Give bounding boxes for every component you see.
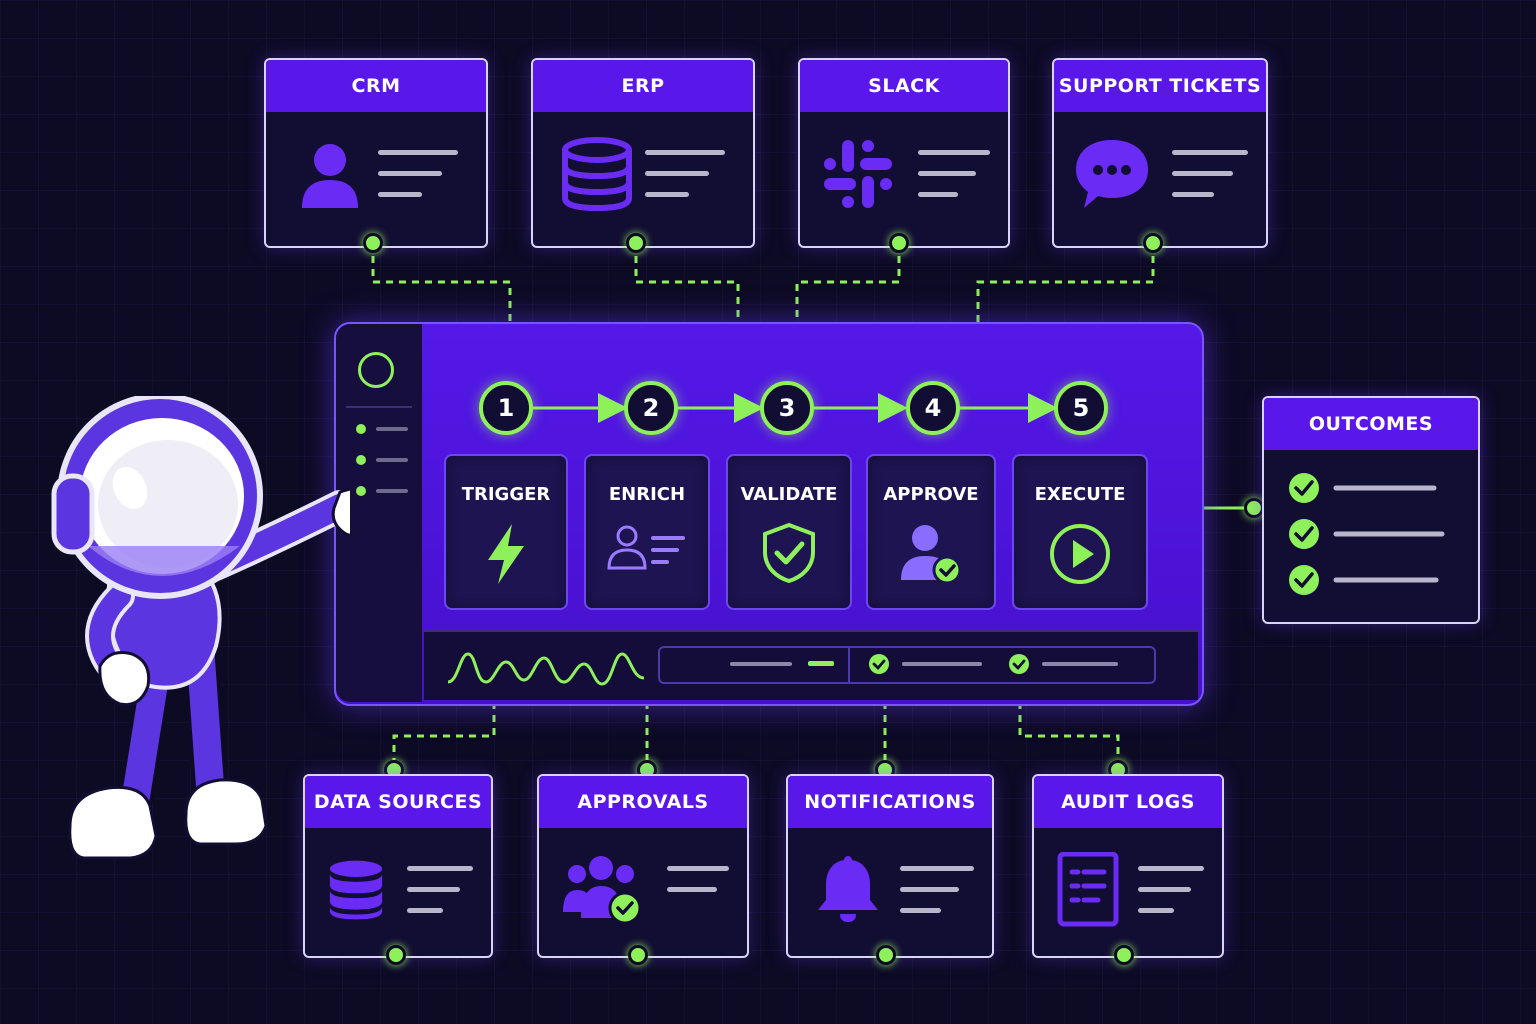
step-execute-card[interactable]: EXECUTE	[1012, 454, 1148, 610]
chat-bubble-icon	[1076, 140, 1148, 208]
text-placeholder	[900, 866, 974, 929]
play-icon	[1050, 524, 1110, 584]
step-4-number: 4	[906, 381, 960, 435]
outcome-checklist	[1289, 473, 1445, 595]
user-check-icon	[901, 525, 962, 585]
step-1-number: 1	[479, 381, 533, 435]
text-placeholder	[645, 150, 725, 213]
lightning-icon	[488, 524, 524, 584]
erp-card[interactable]: ERP	[531, 58, 755, 248]
step-3-number: 3	[760, 381, 814, 435]
user-card-icon	[607, 525, 685, 570]
slack-card[interactable]: SLACK	[798, 58, 1010, 248]
database-icon	[562, 137, 632, 212]
outcomes-connector-dot	[1244, 498, 1264, 518]
data-sources-bottom-dot	[386, 945, 406, 965]
approvals-bottom-dot	[628, 945, 648, 965]
step-arrows	[528, 393, 1058, 423]
audit-logs-card-title: AUDIT LOGS	[1034, 776, 1222, 828]
check-circle-icon	[869, 654, 889, 674]
step-validate-label: VALIDATE	[740, 484, 838, 505]
slack-icon	[824, 140, 892, 208]
status-progress-box	[658, 646, 1156, 684]
sidebar-item[interactable]	[356, 424, 408, 434]
outcomes-card[interactable]: OUTCOMES	[1262, 396, 1480, 624]
sidebar-item[interactable]	[356, 455, 408, 465]
step-trigger-card[interactable]: TRIGGER	[444, 454, 568, 610]
text-placeholder	[407, 866, 473, 929]
text-placeholder	[918, 150, 990, 213]
sidebar-divider	[346, 406, 412, 408]
shield-check-icon	[763, 522, 815, 584]
text-placeholder	[1138, 866, 1204, 929]
astronaut-mascot	[51, 396, 350, 860]
notifications-card-title: NOTIFICATIONS	[788, 776, 992, 828]
sidebar-item[interactable]	[356, 486, 408, 496]
text-placeholder	[667, 866, 729, 908]
crm-card[interactable]: CRM	[264, 58, 488, 248]
slack-connector-dot	[889, 233, 909, 253]
slack-card-title: SLACK	[800, 60, 1008, 112]
notifications-bottom-dot	[876, 945, 896, 965]
bell-icon	[818, 856, 878, 922]
user-icon	[302, 144, 358, 208]
audit-logs-bottom-dot	[1114, 945, 1134, 965]
support-tickets-connector-dot	[1143, 233, 1163, 253]
erp-connector-dot	[626, 233, 646, 253]
erp-card-title: ERP	[533, 60, 753, 112]
support-tickets-card-title: SUPPORT TICKETS	[1054, 60, 1266, 112]
crm-card-title: CRM	[266, 60, 486, 112]
text-placeholder	[1172, 150, 1248, 213]
step-enrich-label: ENRICH	[608, 484, 686, 505]
step-2-number: 2	[624, 381, 678, 435]
activity-waveform	[447, 652, 645, 686]
audit-logs-card[interactable]: AUDIT LOGS	[1032, 774, 1224, 958]
support-tickets-card[interactable]: SUPPORT TICKETS	[1052, 58, 1268, 248]
step-5-number: 5	[1054, 381, 1108, 435]
step-enrich-card[interactable]: ENRICH	[584, 454, 710, 610]
step-approve-label: APPROVE	[883, 484, 979, 505]
document-icon	[1057, 852, 1119, 927]
step-trigger-label: TRIGGER	[461, 484, 551, 505]
outcomes-card-title: OUTCOMES	[1264, 398, 1478, 450]
status-bar	[424, 630, 1198, 700]
workflow-panel: 1 2 3 4 5 TRIGGER ENRICH VALIDATE APPROV…	[334, 322, 1204, 706]
team-check-icon	[563, 856, 642, 925]
status-ring-icon[interactable]	[358, 352, 394, 388]
step-validate-card[interactable]: VALIDATE	[726, 454, 852, 610]
approvals-card[interactable]: APPROVALS	[537, 774, 749, 958]
step-execute-label: EXECUTE	[1034, 484, 1126, 505]
sidebar	[336, 324, 422, 702]
database-icon	[329, 860, 383, 920]
approvals-card-title: APPROVALS	[539, 776, 747, 828]
data-sources-card-title: DATA SOURCES	[305, 776, 491, 828]
crm-connector-dot	[363, 233, 383, 253]
check-circle-icon	[1009, 654, 1029, 674]
step-approve-card[interactable]: APPROVE	[866, 454, 996, 610]
notifications-card[interactable]: NOTIFICATIONS	[786, 774, 994, 958]
data-sources-card[interactable]: DATA SOURCES	[303, 774, 493, 958]
text-placeholder	[378, 150, 458, 213]
